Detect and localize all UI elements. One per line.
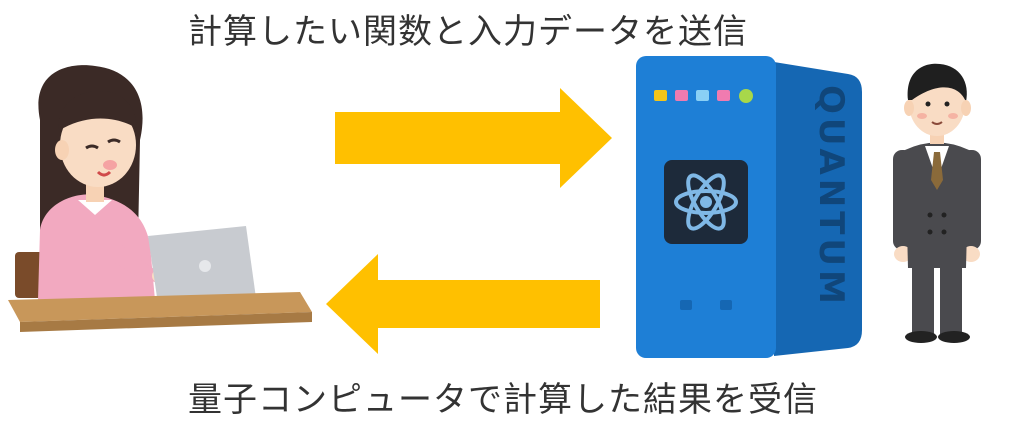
sweater-shape: [38, 194, 155, 300]
apple-logo-icon: [199, 260, 211, 272]
status-light: [696, 90, 709, 101]
vent: [720, 300, 732, 310]
status-light: [717, 90, 730, 101]
quantum-computer-illustration: QUANTUM: [636, 56, 862, 358]
user-illustration: [8, 65, 312, 332]
status-light: [654, 90, 667, 101]
server-label: QUANTUM: [811, 85, 851, 308]
status-light: [739, 89, 753, 103]
vent: [680, 300, 692, 310]
operator-illustration: [893, 63, 981, 343]
atom-icon: [674, 173, 738, 231]
status-light: [675, 90, 688, 101]
receive-caption: 量子コンピュータで計算した結果を受信: [188, 380, 818, 420]
tie-shape: [931, 152, 943, 190]
receive-arrow: [326, 254, 600, 354]
desk-shape: [8, 292, 312, 322]
suit-shape: [905, 142, 969, 268]
send-caption: 計算したい関数と入力データを送信: [188, 12, 748, 52]
face-shape: [60, 103, 136, 187]
send-arrow: [335, 88, 612, 188]
